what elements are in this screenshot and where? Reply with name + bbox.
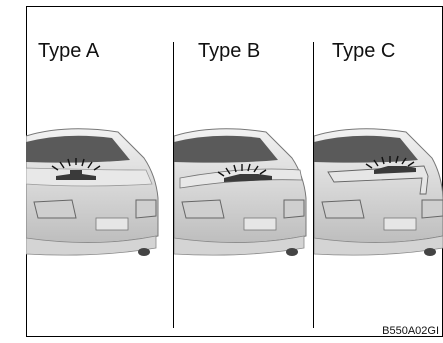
car-rear-illustration-type-c [314,128,443,256]
spoiler-light-a [56,170,96,180]
highlight-rays-b [217,163,267,177]
type-b-label: Type B [198,40,261,62]
type-c-label: Type C [332,40,396,62]
car-rear-illustration-type-b [174,128,307,256]
type-a-label: Type A [38,40,100,62]
spoiler-light-c [374,166,416,174]
figure-code: B550A02GI [382,325,439,337]
highlight-rays-a [51,158,101,171]
car-rear-illustration-type-a [26,128,159,256]
spoiler-light-b [224,174,272,182]
highlight-rays-c [365,155,415,169]
